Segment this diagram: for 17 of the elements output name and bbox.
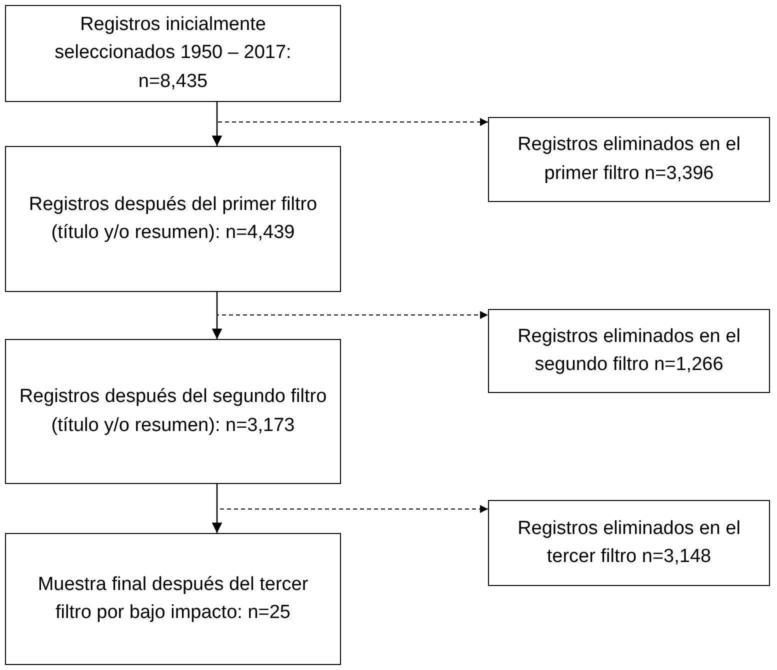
process-box xyxy=(488,500,770,586)
process-box xyxy=(488,117,770,202)
dashed-arrow xyxy=(216,484,488,513)
box-text: Registros después del segundo filtro (título y/o resumen): n=3,173 xyxy=(18,385,328,438)
process-box xyxy=(5,339,341,484)
box-text: Registros inicialmente seleccionados 1950 – 2017: n=8,435 xyxy=(54,12,292,94)
process-box xyxy=(5,5,341,102)
box-text: Registros eliminados en el segundo filtro n=1,266 xyxy=(516,324,742,377)
box-text: Registros eliminados en el primer filtro n=3,396 xyxy=(516,133,742,186)
process-box xyxy=(488,309,770,393)
box-text: Muestra final después del tercer filtro por bajo impacto: n=25 xyxy=(36,572,310,625)
process-box xyxy=(5,146,341,292)
box-text: Registros eliminados en el tercer filtro n=3,148 xyxy=(516,516,742,569)
box-text: Registros después del primer filtro (título y/o resumen): n=4,439 xyxy=(28,192,318,245)
dashed-arrow xyxy=(216,292,488,319)
process-box xyxy=(5,533,341,665)
dashed-arrow xyxy=(216,102,488,126)
